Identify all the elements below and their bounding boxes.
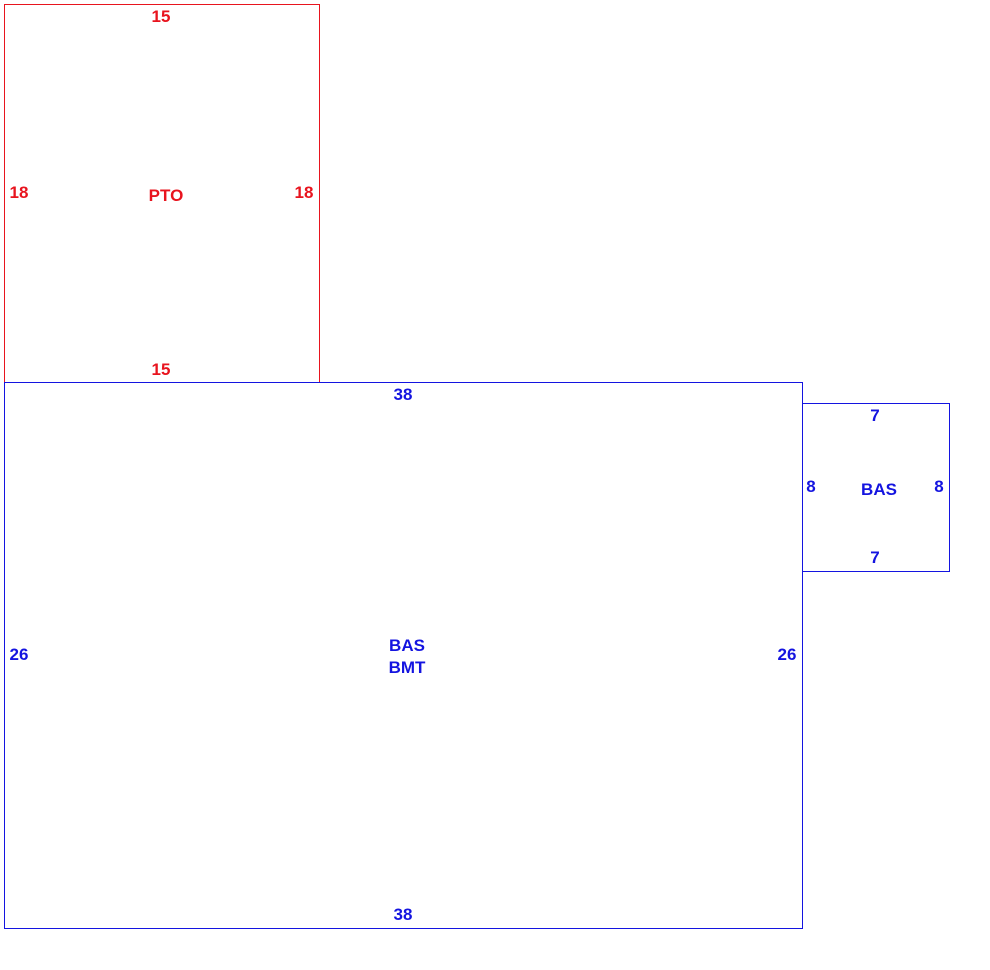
pto-bottom-dimension: 15 xyxy=(151,360,171,379)
small-left-dimension: 8 xyxy=(806,477,816,496)
main-bas-bmt-area xyxy=(4,382,803,929)
main-right-dimension: 26 xyxy=(777,645,797,664)
small-top-dimension: 7 xyxy=(870,406,880,425)
pto-label: PTO xyxy=(148,186,184,205)
pto-right-dimension: 18 xyxy=(294,183,314,202)
small-bas-label: BAS xyxy=(861,480,897,499)
pto-left-dimension: 18 xyxy=(9,183,29,202)
pto-top-dimension: 15 xyxy=(151,7,171,26)
bmt-label: BMT xyxy=(388,658,426,677)
small-right-dimension: 8 xyxy=(934,477,944,496)
main-area-label: BAS BMT xyxy=(389,635,426,679)
main-top-dimension: 38 xyxy=(393,385,413,404)
small-bas-area xyxy=(802,403,950,572)
main-bottom-dimension: 38 xyxy=(393,905,413,924)
bas-label: BAS xyxy=(389,636,425,655)
main-left-dimension: 26 xyxy=(9,645,29,664)
small-bottom-dimension: 7 xyxy=(870,548,880,567)
